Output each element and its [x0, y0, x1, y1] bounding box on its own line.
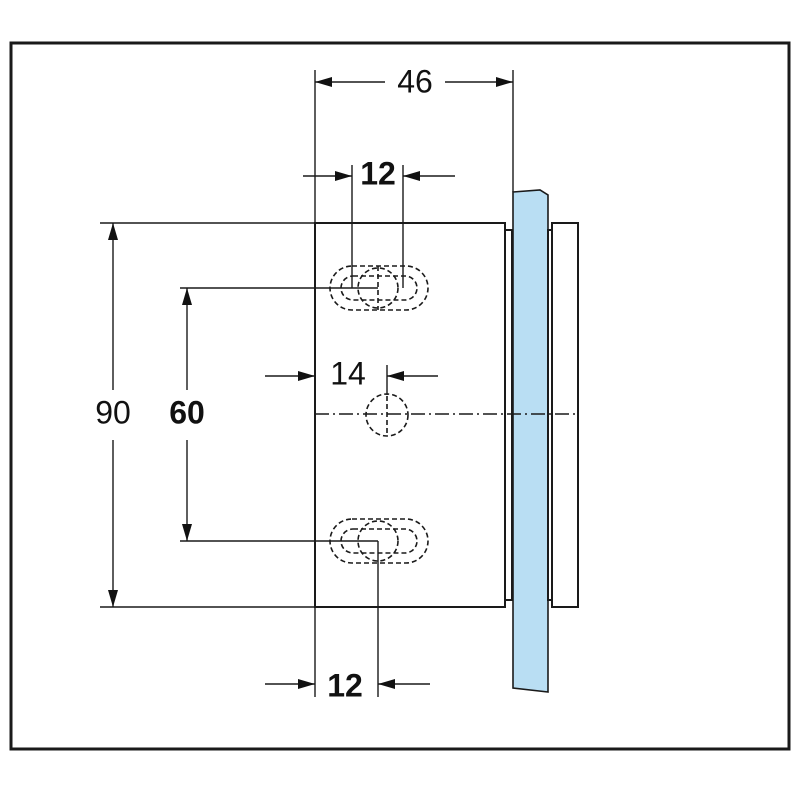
glass-panel	[512, 189, 549, 693]
dimension-12-top-label: 12	[360, 155, 396, 191]
dimension-12-top	[303, 165, 455, 288]
gasket-left	[505, 229, 513, 601]
dimension-90	[100, 222, 315, 608]
dimension-46	[314, 70, 514, 223]
dimension-60-label: 60	[169, 394, 205, 430]
dimension-12-bottom	[265, 541, 430, 697]
clamp-plate	[551, 222, 579, 608]
dimension-12-bottom-label: 12	[327, 667, 363, 703]
center-hole	[365, 393, 409, 437]
dimension-90-label: 90	[95, 394, 131, 430]
hinge-body	[314, 222, 506, 608]
dimension-14-label: 14	[330, 355, 366, 391]
gasket-right	[547, 229, 551, 601]
dimension-60	[180, 287, 378, 542]
dimension-46-label: 46	[397, 63, 433, 99]
drawing-frame	[9, 41, 791, 751]
dimension-14	[265, 365, 438, 395]
